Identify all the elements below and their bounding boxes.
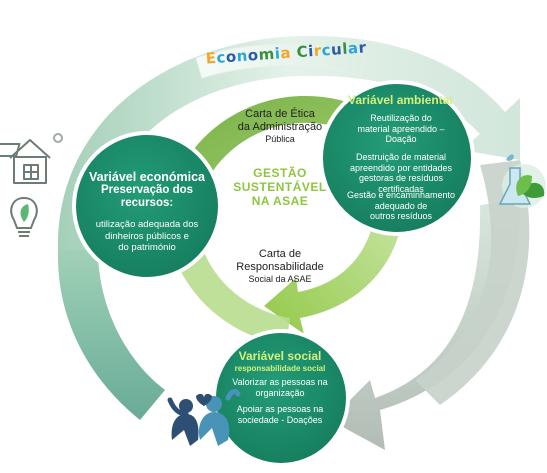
center-title-line: SUSTENTÁVEL xyxy=(233,180,327,194)
environmental-line: gestoras de resíduos certificadas xyxy=(358,173,444,194)
environmental-title: Variável ambiental xyxy=(348,93,453,107)
charter-resp-line-small: Social da ASAE xyxy=(248,274,312,284)
environmental-item-destruction: Destruição de material apreendido por en… xyxy=(338,152,464,194)
flask-leaves-icon xyxy=(498,154,546,208)
economic-subtitle-line: Preservação dos xyxy=(100,184,194,196)
economic-circle xyxy=(72,131,222,281)
outer-ring-left xyxy=(57,250,166,420)
environmental-line: Gestão e encaminhamento xyxy=(346,190,456,200)
economic-subtitle: Preservação dos recursos: xyxy=(76,184,218,210)
charter-ethics-line: Carta de Ética xyxy=(245,108,315,120)
economic-body-line: do património xyxy=(118,242,176,253)
environmental-line: Reutilização do xyxy=(370,113,432,123)
environmental-line: Destruição de material xyxy=(355,152,447,162)
people-heart-icon xyxy=(167,388,241,446)
charter-resp-line: Responsabilidade xyxy=(236,261,324,273)
outer-ring-bottom xyxy=(415,160,530,405)
outer-ring-top xyxy=(57,35,520,251)
environmental-item-reuse: Reutilização do material apreendido – Do… xyxy=(338,113,464,145)
center-title-line: GESTÃO xyxy=(253,166,307,180)
banner-letter: r xyxy=(357,38,367,57)
social-item-value-people: Valorizar as pessoas na organização xyxy=(224,377,336,399)
lightbulb-leaf-icon xyxy=(10,196,38,237)
banner-ribbon xyxy=(195,43,366,79)
economic-body-line: utilização adequada dos xyxy=(95,219,199,230)
economic-title: Variável económica xyxy=(88,170,206,184)
charter-ethics-line-small: Pública xyxy=(265,134,295,144)
social-item-support-people: Apoiar as pessoas na sociedade - Doações xyxy=(224,404,336,426)
environmental-line: Doação xyxy=(385,134,417,144)
center-title: GESTÃO SUSTENTÁVEL NA ASAE xyxy=(230,166,330,208)
economic-body-line: dinheiros públicos e xyxy=(105,230,189,242)
social-subtitle: responsabilidade social xyxy=(234,364,326,373)
environmental-line: adequado de xyxy=(374,200,428,211)
environmental-line: apreendido por entidades xyxy=(349,162,453,173)
center-title-line: NA ASAE xyxy=(251,194,309,208)
environmental-line: outros resíduos xyxy=(369,211,433,221)
inner-arrow-right xyxy=(264,182,405,334)
social-line: organização xyxy=(255,388,305,398)
environmental-line: material apreendido – xyxy=(357,123,445,134)
charter-ethics-line: da Administração xyxy=(237,121,323,133)
social-line: Apoiar as pessoas na xyxy=(236,404,324,414)
social-title: Variável social xyxy=(238,349,322,363)
environmental-circle xyxy=(319,80,475,236)
social-line: sociedade - Doações xyxy=(237,415,323,425)
charter-ethics-text: Carta de Ética da Administração xyxy=(225,108,335,134)
economic-subtitle-line: recursos: xyxy=(120,197,174,209)
economic-body: utilização adequada dos dinheiros públic… xyxy=(80,219,214,254)
house-solar-icon xyxy=(0,133,63,184)
charter-resp-line: Carta de xyxy=(258,248,302,260)
environmental-item-waste: Gestão e encaminhamento adequado de outr… xyxy=(338,190,464,222)
social-line: Valorizar as pessoas na xyxy=(232,377,328,387)
charter-responsibility-text: Carta de Responsabilidade xyxy=(220,248,340,274)
banner-letter: m xyxy=(257,44,276,64)
